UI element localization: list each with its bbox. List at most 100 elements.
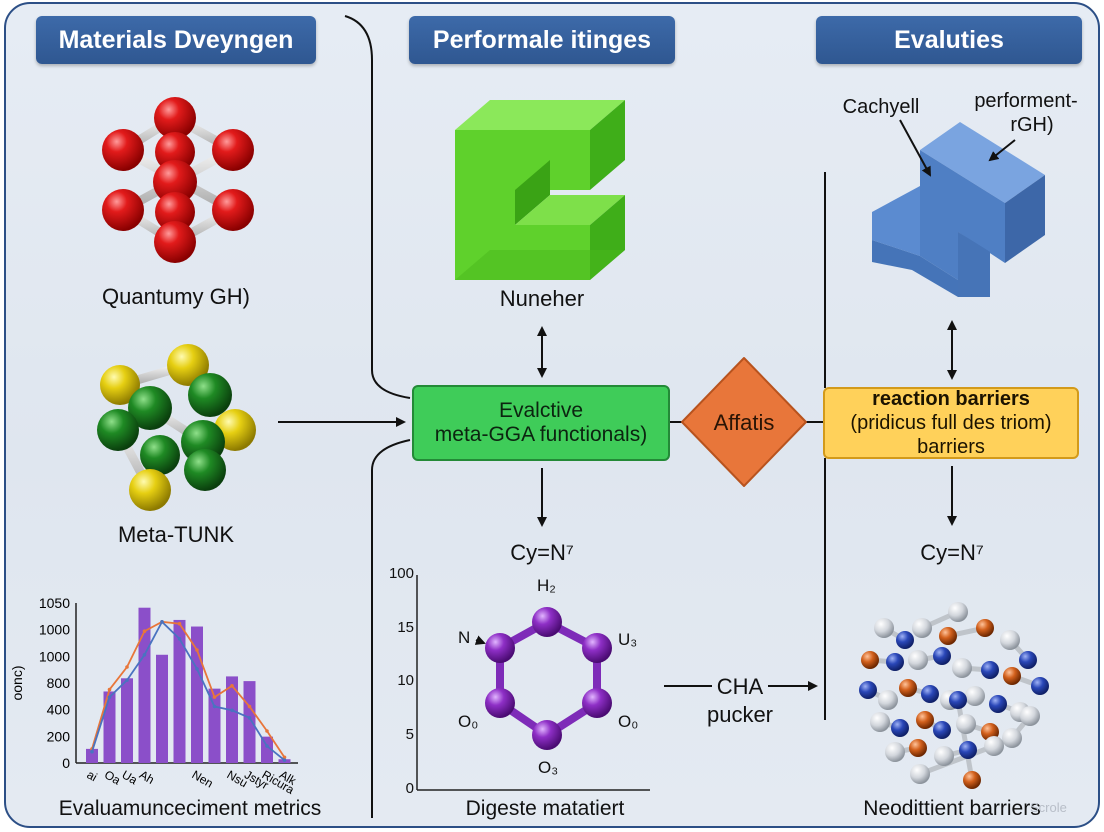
atom-sphere [909, 739, 927, 757]
molecule-axis-tick: 15 [397, 619, 414, 636]
chart-bar [173, 619, 186, 763]
cluster-structure-image [97, 344, 256, 511]
atom-sphere [1020, 706, 1040, 726]
atom-sphere [952, 658, 972, 678]
chart-y-tick: 0 [62, 755, 70, 771]
atom-sphere [976, 619, 994, 637]
atom-bond [955, 699, 975, 781]
crystal-structure-image [102, 97, 254, 263]
atom-label-left: N [458, 628, 471, 647]
atom-sphere [939, 627, 957, 645]
chart-title: Evaluamunceciment metrics [58, 797, 322, 820]
header-performance: Performale itinges [409, 16, 675, 64]
atom-sphere [886, 653, 904, 671]
watermark: Scrole [1030, 800, 1067, 815]
atom-sphere [861, 651, 879, 669]
chart-trend-point [125, 678, 129, 682]
atom-sphere [899, 679, 917, 697]
atom-sphere [1019, 651, 1037, 669]
atom-sphere [934, 746, 954, 766]
chart-y-tick: 800 [47, 675, 71, 691]
atom-sphere [916, 711, 934, 729]
crystal-label: Quantumy GH) [102, 284, 250, 309]
affatis-decision-diamond[interactable] [681, 357, 807, 487]
result-box-line3: barriers [917, 436, 985, 458]
chart-trend-point [230, 708, 234, 713]
atom-label-right: U₃ [618, 630, 638, 649]
chart-trend-point [247, 716, 252, 720]
result-box-reaction-barriers[interactable]: reaction barriers (pridicus full des tri… [823, 387, 1079, 459]
left-brace [344, 15, 411, 399]
chart-bar [208, 688, 221, 763]
chart-bar [226, 676, 238, 763]
atom-sphere [948, 602, 968, 622]
chart-trend-point [230, 684, 234, 688]
chart-trend-point [282, 755, 287, 760]
atom-sphere [896, 631, 914, 649]
atom-sphere [949, 691, 967, 709]
molecule-axis-tick: 100 [388, 565, 414, 582]
atom-sphere [878, 690, 898, 710]
result-box-line1: reaction barriers [872, 388, 1030, 410]
process-box-line2: meta-GGA functionals) [434, 423, 648, 446]
chart-bar [86, 748, 98, 763]
chart-bar [138, 607, 151, 763]
chart-trend-line [91, 620, 286, 761]
bottom-right-label: Neodittient barriers [863, 797, 1041, 820]
atom-sphere [1002, 728, 1022, 748]
chart-trend-point [107, 695, 112, 699]
chart-bar [261, 736, 273, 763]
cha-label-line1: CHA [716, 674, 764, 699]
atom-sphere [1031, 677, 1049, 695]
molecule-title: Digeste matatiert [465, 797, 625, 820]
atom-sphere [910, 764, 930, 784]
atom-sphere [891, 719, 909, 737]
chart-y-tick: 1000 [39, 622, 70, 638]
chart-trend-point [177, 621, 182, 626]
atom-sphere [965, 686, 985, 706]
chart-trend-point [265, 729, 269, 733]
callout-rgh: rGH) [1010, 114, 1054, 136]
chart-trend-point [195, 648, 199, 652]
molecule-axis-tick: 5 [405, 726, 414, 743]
atom-sphere [956, 714, 976, 734]
chart-trend-point [160, 620, 164, 624]
atom-sphere [870, 712, 890, 732]
atom-sphere [933, 647, 951, 665]
chart-bar [121, 678, 133, 763]
chart-trend-point [282, 758, 287, 762]
atom-sphere [933, 721, 951, 739]
chart-bar [191, 626, 203, 763]
cha-label-line2: pucker [706, 702, 774, 727]
chart-y-tick: 400 [47, 702, 71, 718]
atom-sphere [908, 650, 928, 670]
chart-trend-point [107, 687, 112, 692]
process-box-evalctive[interactable]: Evalctive meta-GGA functionals) [412, 385, 670, 461]
atom-sphere [921, 685, 939, 703]
chart-y-axis-label: oonc) [9, 665, 25, 700]
atom-sphere [912, 618, 932, 638]
atom-sphere [1000, 630, 1020, 650]
chart-trend-point [212, 704, 217, 709]
molecule-axis-tick: 10 [397, 672, 414, 689]
chart-bar [156, 654, 168, 763]
atom-sphere [981, 661, 999, 679]
atom-bond [919, 743, 995, 777]
chart-trend-point [247, 704, 252, 709]
atom-label-bottom: O₃ [538, 758, 559, 777]
chart-x-tick: Ah [137, 767, 157, 786]
molecule-axis-tick: 0 [405, 780, 414, 797]
blue-block-shape-image [872, 119, 1045, 297]
atom-sphere [989, 695, 1007, 713]
chart-trend-point [212, 695, 217, 699]
atom-label-lower-right: O₀ [618, 712, 639, 731]
chart-trend-point [90, 749, 94, 754]
atom-sphere [1003, 667, 1021, 685]
header-materials: Materials Dveyngen [36, 16, 316, 64]
chart-y-tick: 200 [47, 728, 71, 744]
atom-sphere [984, 736, 1004, 756]
process-box-line1: Evalctive [498, 399, 584, 422]
chart-trend-point [195, 667, 199, 671]
right-formula: Cy=N⁷ [920, 540, 984, 565]
